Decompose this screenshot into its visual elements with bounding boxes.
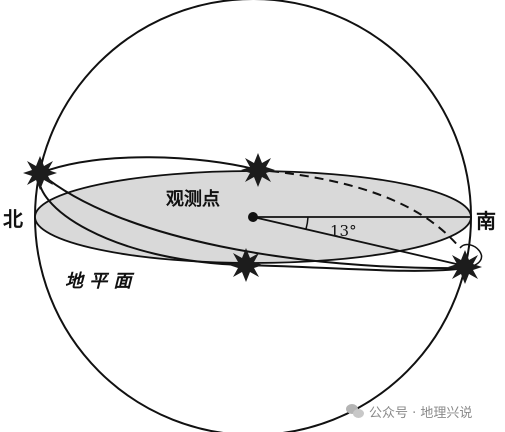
- label-observer: 观测点: [166, 188, 220, 210]
- wechat-icon: [346, 404, 364, 418]
- label-angle: 13°: [330, 222, 357, 240]
- star-icon-north: [23, 156, 57, 190]
- label-north: 北: [3, 207, 23, 231]
- label-horizon-plane: 地 平 面: [65, 271, 135, 292]
- label-south: 南: [476, 209, 496, 233]
- star-path-upper: [39, 156, 259, 174]
- meridian-arc: [39, 172, 466, 270]
- watermark: 公众号 · 地理兴说: [346, 400, 472, 422]
- star-icon-south: [448, 250, 482, 284]
- sight-line-to-star: [252, 216, 466, 267]
- observer-point: [248, 212, 258, 222]
- angle-arc: [305, 216, 309, 230]
- star-icon-bottom: [229, 248, 263, 282]
- watermark-text: 公众号 · 地理兴说: [369, 405, 473, 421]
- star-icon-top: [241, 153, 275, 187]
- star-path-hidden-arc: [269, 170, 461, 249]
